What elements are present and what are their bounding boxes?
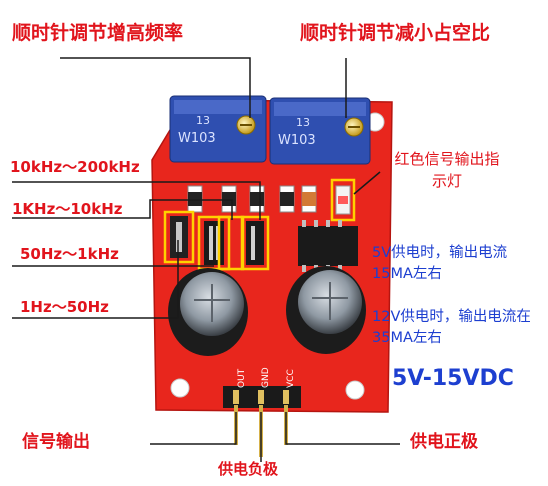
range-label-4: 1Hz～50Hz	[20, 298, 109, 316]
callout-lines	[12, 171, 400, 462]
svg-text:OUT: OUT	[237, 368, 247, 388]
potentiometer-left[interactable]: 13 W103	[169, 95, 267, 163]
signal-led	[330, 178, 356, 222]
top-left-annotation: 顺时针调节增高频率	[12, 22, 184, 44]
signal-output-label: 信号输出	[22, 432, 90, 452]
range-label-2: 1KHz～10kHz	[12, 200, 123, 218]
capacitor-right	[286, 266, 366, 354]
svg-text:13: 13	[296, 116, 310, 129]
power-negative-label: 供电负极	[218, 460, 279, 478]
svg-text:W103: W103	[178, 131, 216, 146]
svg-text:VCC: VCC	[286, 369, 296, 388]
mount-hole-bottom-right	[345, 380, 365, 400]
top-right-annotation: 顺时针调节减小占空比	[300, 22, 491, 44]
svg-text:W103: W103	[278, 133, 316, 148]
svg-text:13: 13	[196, 114, 210, 127]
note-12v: 12V供电时，输出电流在35MA左右	[372, 309, 531, 346]
power-positive-label: 供电正极	[410, 432, 478, 452]
mount-hole-bottom-left	[170, 378, 190, 398]
voltage-range: 5V-15VDC	[392, 366, 514, 391]
note-5v: 5V供电时，输出电流15MA左右	[372, 245, 508, 282]
range-label-1: 10kHz～200kHz	[10, 158, 140, 176]
led-annotation: 红色信号输出指示灯	[394, 150, 500, 190]
range-label-3: 50Hz～1kHz	[20, 245, 119, 263]
potentiometer-right[interactable]: 13 W103	[269, 97, 371, 165]
top-callout-lines	[60, 57, 347, 118]
svg-text:GND: GND	[261, 367, 271, 388]
frequency-jumpers[interactable]	[163, 210, 270, 271]
ne555-chip	[298, 220, 358, 272]
capacitor-left	[168, 268, 248, 356]
